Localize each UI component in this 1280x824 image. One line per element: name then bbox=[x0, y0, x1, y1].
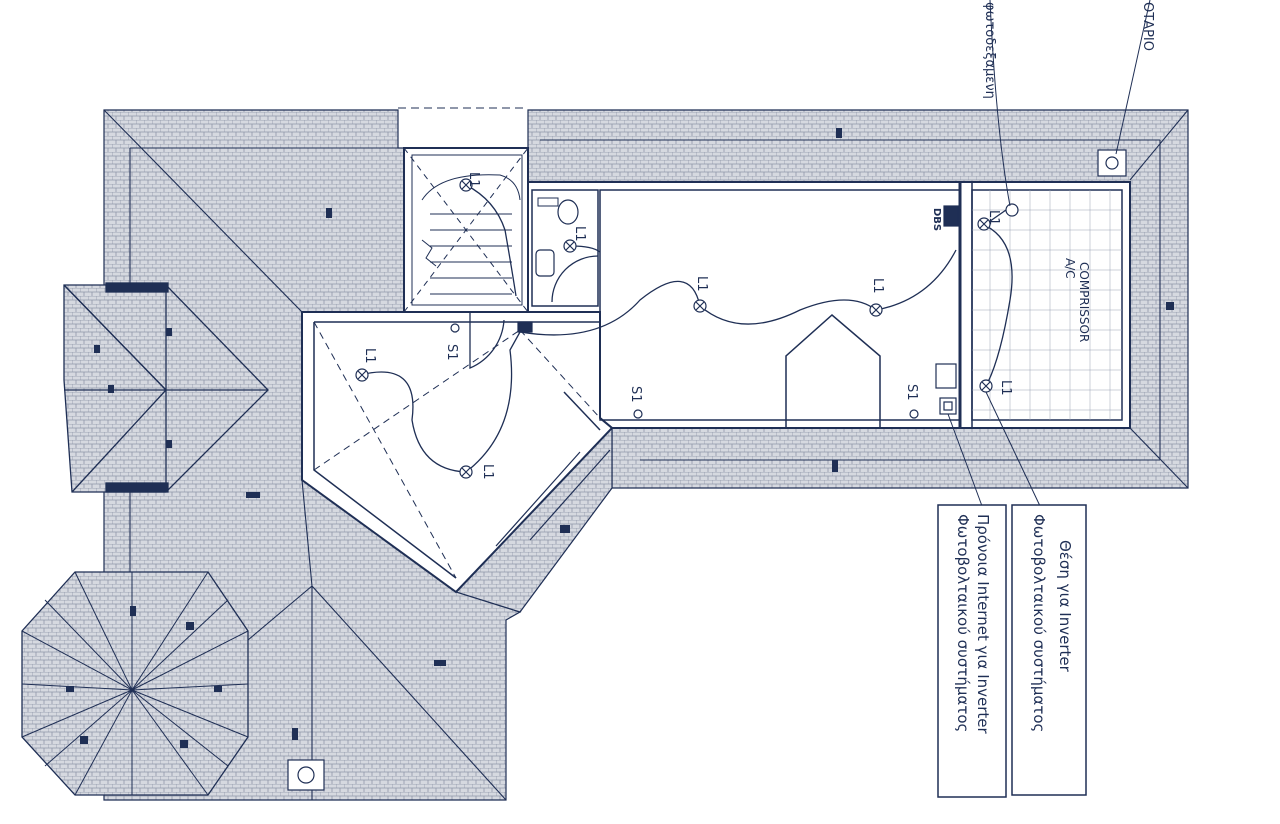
label-compressor: COMPRISSOR bbox=[1077, 262, 1091, 342]
callout-internet-line1: Πρόνοια Internet για Inverter bbox=[974, 514, 992, 735]
socket-ac bbox=[1005, 203, 1019, 217]
light-fixture-ac-1 bbox=[977, 217, 991, 231]
label-light-hall-2: L1 bbox=[870, 278, 885, 294]
label-top-callout-right: ΟΤΑΡΙΟ bbox=[1140, 2, 1155, 51]
light-fixture-bath bbox=[563, 239, 577, 253]
label-light-hall-1: L1 bbox=[694, 276, 709, 292]
label-switch-3: S1 bbox=[904, 384, 919, 401]
light-fixture-stairs bbox=[459, 178, 473, 192]
label-light-bath: L1 bbox=[572, 226, 587, 242]
light-fixture-hall-1 bbox=[693, 299, 707, 313]
roof-slope-arrows bbox=[66, 128, 1174, 748]
label-light-ac-2: L1 bbox=[998, 380, 1013, 396]
switch-markers bbox=[287, 149, 1127, 791]
label-light-left-1: L1 bbox=[362, 348, 377, 364]
callout-inverter-line2: Φωτοβολταικού συστήματος bbox=[1030, 514, 1048, 732]
label-light-stairs: L1 bbox=[466, 172, 481, 188]
label-ac: A/C bbox=[1063, 258, 1077, 279]
callout-internet-box: Πρόνοια Internet για Inverter Φωτοβολται… bbox=[937, 504, 1007, 798]
main-hall bbox=[527, 181, 1131, 429]
callout-internet-line2: Φωτοβολταικού συστήματος bbox=[954, 514, 972, 732]
leader-lines bbox=[947, 0, 1151, 507]
light-fixture-hall-2 bbox=[869, 303, 883, 317]
roof-hip-lines bbox=[103, 109, 1189, 801]
dbs-panel bbox=[943, 205, 959, 227]
label-switch-1: S1 bbox=[444, 344, 459, 361]
label-dbs: DBS bbox=[931, 208, 942, 231]
left-hip-roof bbox=[63, 282, 269, 493]
label-light-left-2: L1 bbox=[480, 464, 495, 480]
label-top-callout-left: φωτοδεξαμενη bbox=[982, 2, 997, 99]
plan-labels: L1 L1 L1 L1 L1 L1 L1 L1 S1 S1 S1 DBS COM… bbox=[362, 2, 1155, 480]
octagon-turret-roof bbox=[21, 571, 249, 796]
label-light-ac-1: L1 bbox=[986, 210, 1001, 226]
light-fixture-left-2 bbox=[459, 465, 473, 479]
interior-rooms bbox=[301, 147, 1131, 594]
callout-inverter-box: Θέση για Inverter Φωτοβολταικού συστήματ… bbox=[1011, 504, 1087, 796]
light-fixtures bbox=[355, 178, 1019, 479]
inner-walls bbox=[313, 147, 1123, 579]
callout-inverter-line1: Θέση για Inverter bbox=[1056, 540, 1074, 673]
light-fixture-left-1 bbox=[355, 368, 369, 382]
label-switch-2: S1 bbox=[628, 386, 643, 403]
light-fixture-ac-2 bbox=[979, 379, 993, 393]
